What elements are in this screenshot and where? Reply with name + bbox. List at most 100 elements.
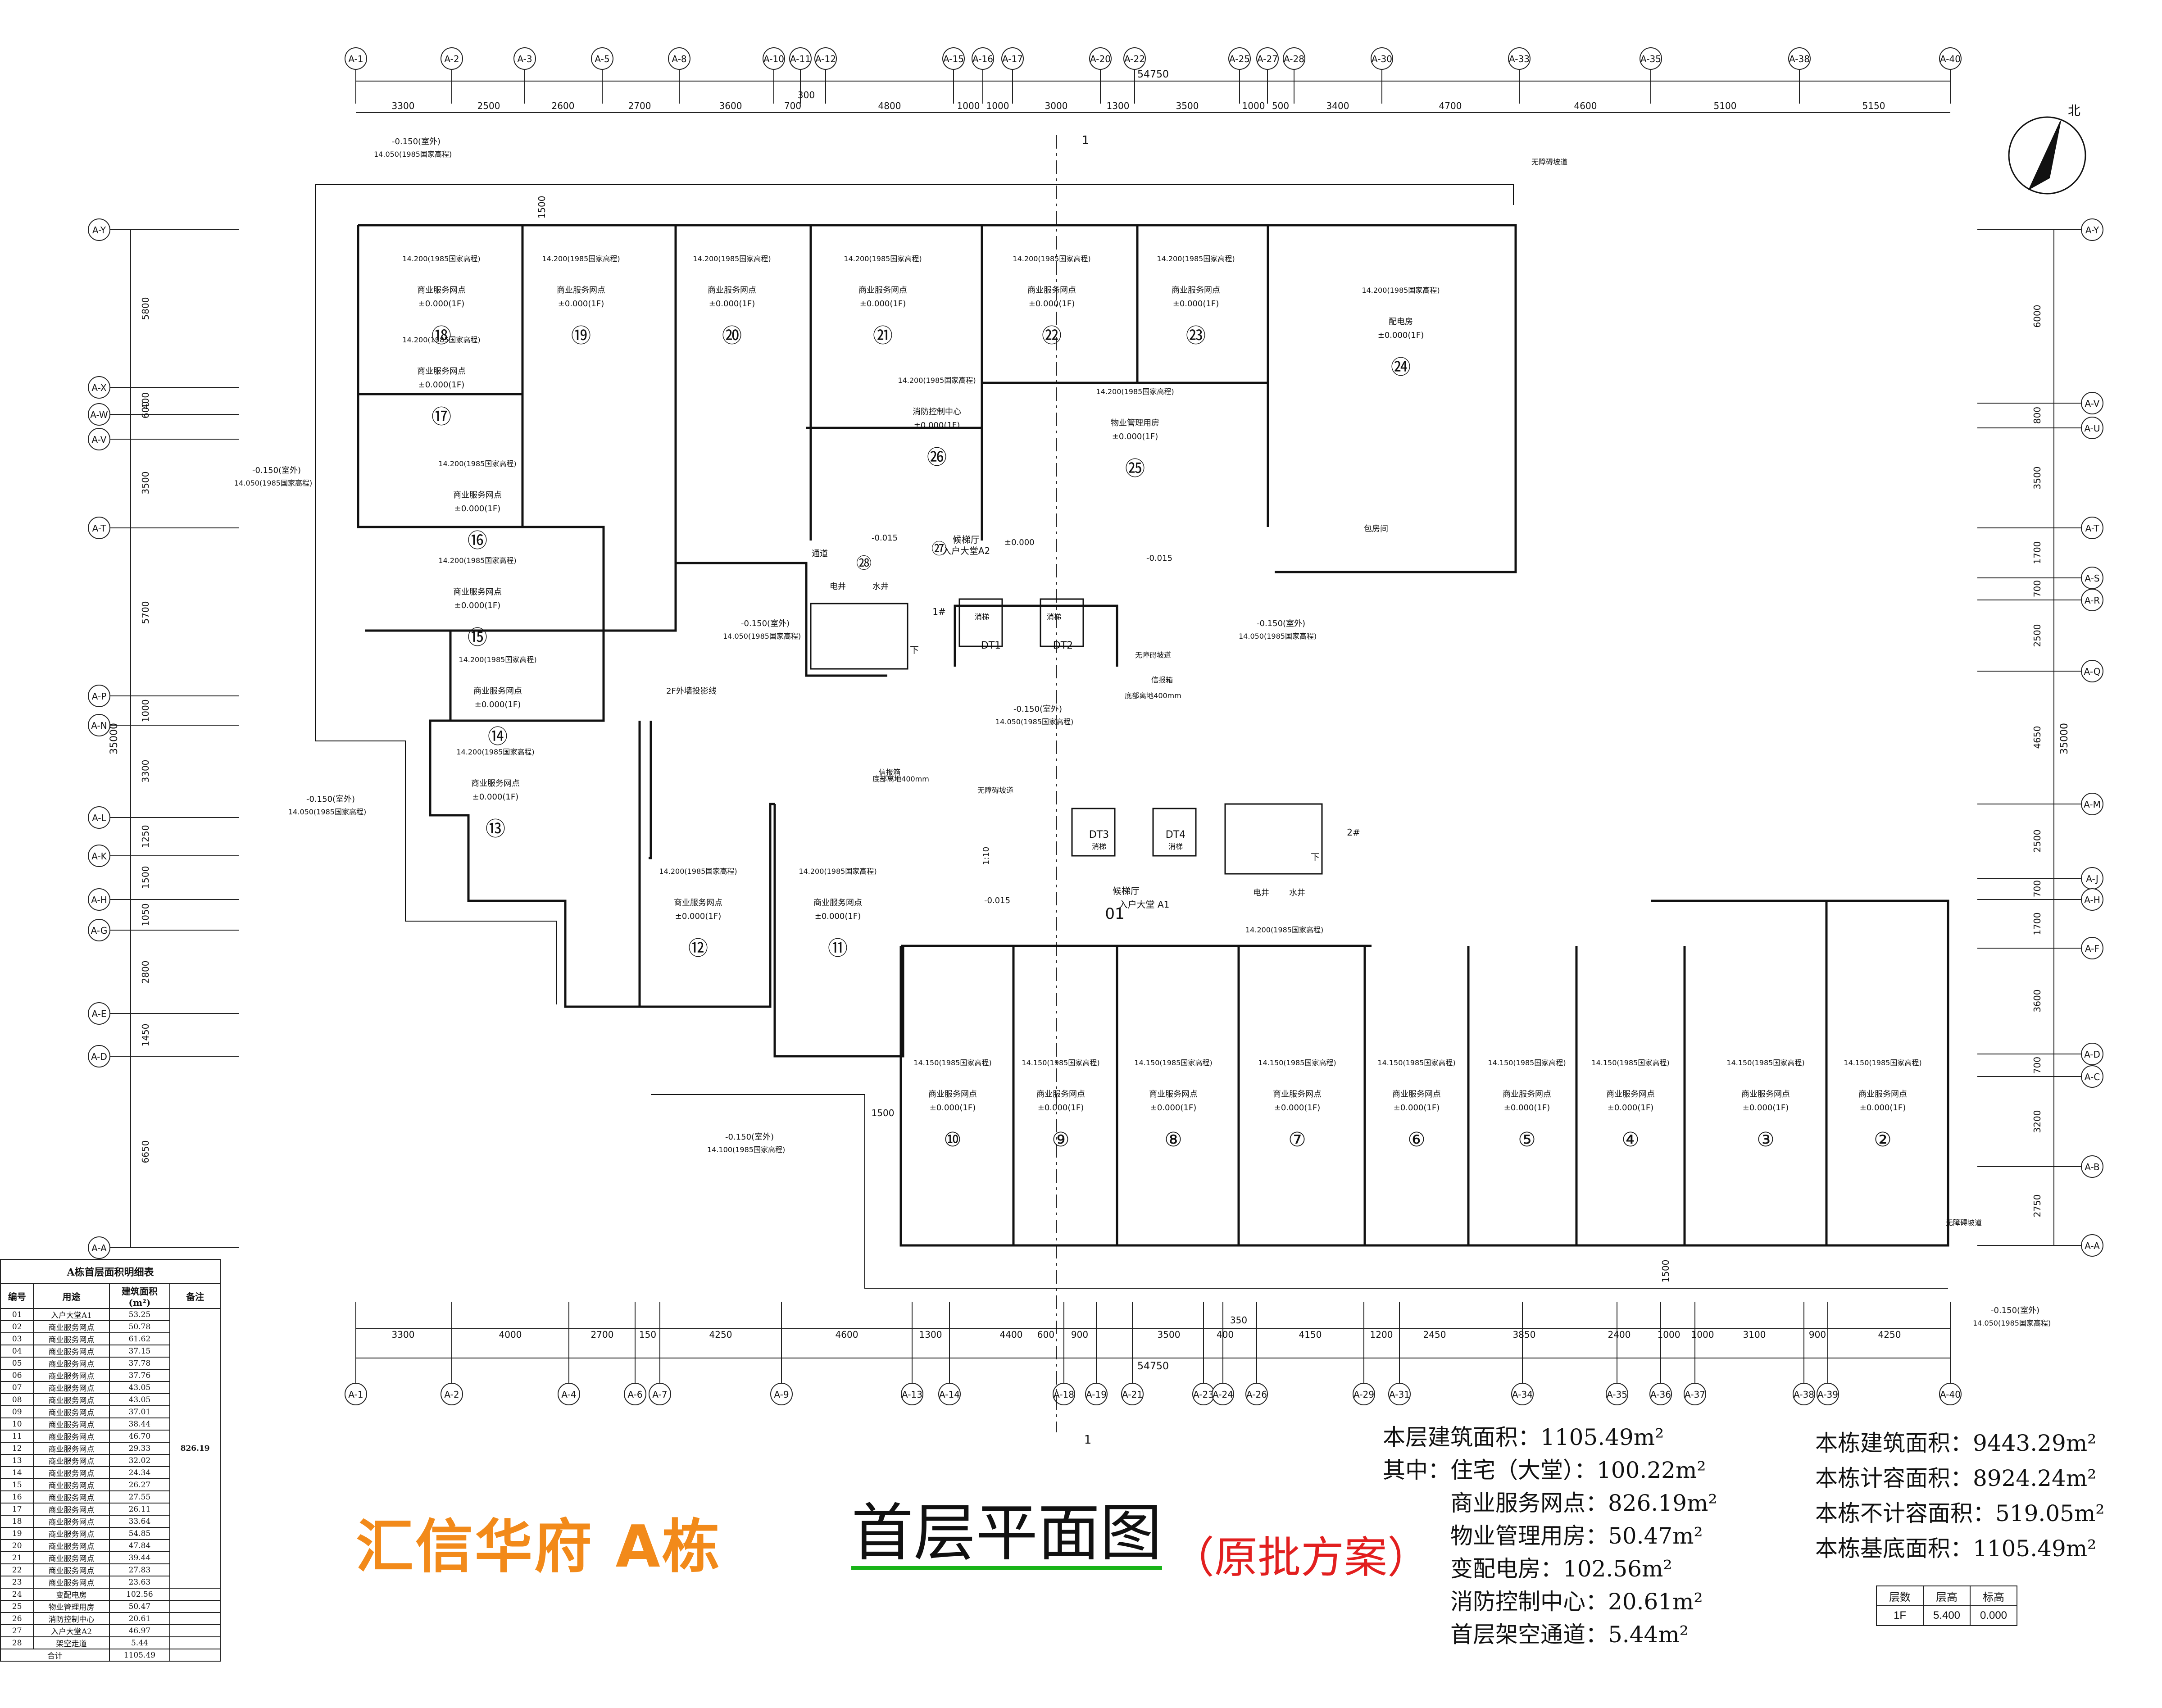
area-table-cell: 商业服务网点 — [33, 1515, 110, 1528]
area-table-cell: 商业服务网点 — [33, 1527, 110, 1540]
elevation-mark: -0.150(室外)14.050(1985国家高程) — [1973, 1306, 2051, 1327]
dim-text-top: 3500 — [1176, 100, 1199, 111]
wall — [638, 721, 775, 1008]
area-table-cell: 50.47 — [109, 1600, 171, 1613]
axis-bubble — [938, 1383, 961, 1405]
axis-label: A-X — [91, 382, 106, 393]
axis-bubble — [789, 47, 812, 70]
area-table-cell: 43.05 — [109, 1381, 171, 1394]
fire-lift-label: 消梯 — [1092, 842, 1106, 851]
axis-bubble — [1793, 1383, 1815, 1405]
area-table-cell: 19 — [0, 1527, 34, 1540]
level-table: 层数 层高 标高 1F 5.400 0.000 — [1876, 1585, 2017, 1626]
axis-label: A-38 — [1794, 1389, 1814, 1400]
axis-bubble — [88, 1002, 110, 1025]
axis-label: A-35 — [1640, 54, 1661, 64]
axis-label: A-3 — [517, 54, 532, 64]
stat-property-area: 物业管理用房：50.47m² — [1450, 1523, 1703, 1549]
room-floor-level: ±0.000(1F) — [1378, 331, 1424, 340]
axis-label: A-31 — [1389, 1389, 1410, 1400]
axis-bubble — [88, 1045, 110, 1068]
dim-text-right: 700 — [2032, 880, 2043, 897]
axis-bubble — [88, 685, 110, 707]
dim-text-top: 2700 — [628, 100, 651, 111]
room-label: 14.150(1985国家高程)商业服务网点±0.000(1F)④ — [1591, 1058, 1669, 1151]
area-table-cell: 46.70 — [109, 1430, 171, 1443]
area-table-cell: 商业服务网点 — [33, 1417, 110, 1431]
axis-label: A-W — [90, 409, 108, 420]
room-floor-level: ±0.000(1F) — [472, 792, 518, 802]
room-top-elevation: 14.150(1985国家高程) — [1258, 1058, 1336, 1067]
axis-label: A-H — [2084, 895, 2100, 905]
axis-bubble — [2081, 218, 2103, 241]
lobby-a2-label: 候梯厅 — [953, 534, 980, 545]
axis-bubble — [88, 376, 110, 399]
area-table-cell: 商业服务网点 — [33, 1369, 110, 1382]
elevation-mark: -0.150(室外)14.050(1985国家高程) — [723, 619, 801, 640]
dim-text-right: 2500 — [2032, 624, 2043, 647]
room-use: 商业服务网点 — [1392, 1090, 1441, 1099]
elevation-mark: -0.150(室外)14.050(1985国家高程) — [374, 137, 452, 159]
axis-bubble — [1388, 1383, 1411, 1405]
axis-bubble — [972, 47, 994, 70]
area-table-cell: 商业服务网点 — [33, 1345, 110, 1358]
room-label: 14.200(1985国家高程)消防控制中心±0.000(1F)㉖ — [898, 376, 976, 469]
axis-bubble — [1649, 1383, 1672, 1405]
dim-text-bottom: 4000 — [499, 1329, 522, 1340]
dim-text-left: 1000 — [140, 700, 151, 722]
area-table-cell: 商业服务网点 — [33, 1490, 110, 1504]
dim-text-top: 3300 — [392, 100, 415, 111]
axis-label: A-Y — [2085, 225, 2099, 236]
axis-bubble — [88, 517, 110, 539]
axis-label: A-H — [91, 895, 107, 905]
room-label: 14.200(1985国家高程)商业服务网点±0.000(1F)⑮ — [438, 556, 516, 649]
room-use: 商业服务网点 — [1858, 1090, 1907, 1099]
wall — [358, 224, 1517, 573]
room-number: ⑰ — [431, 405, 451, 428]
dim-text-bottom: 4150 — [1299, 1329, 1322, 1340]
room-top-elevation: 14.150(1985国家高程) — [1488, 1058, 1566, 1067]
elevation-outdoor: -0.150(室外) — [741, 619, 790, 628]
site-outline — [315, 184, 1948, 1289]
room-labels: 14.200(1985国家高程)商业服务网点±0.000(1F)⑱14.200(… — [402, 254, 1921, 1151]
room-top-elevation: 14.150(1985国家高程) — [913, 1058, 991, 1067]
area-table-cell: 23 — [0, 1576, 34, 1589]
room-use: 商业服务网点 — [417, 286, 466, 295]
axis-label: A-30 — [1372, 54, 1392, 64]
dim-text-bottom: 1200 — [1370, 1329, 1393, 1340]
dim-text-bottom: 2700 — [591, 1329, 614, 1340]
room-top-elevation: 14.200(1985国家高程) — [1157, 254, 1235, 263]
elec-shaft-label: 电井 — [1253, 888, 1269, 898]
axis-label: A-A — [2085, 1240, 2100, 1251]
area-table-cell: 37.76 — [109, 1369, 171, 1382]
area-table-cell: 物业管理用房 — [33, 1600, 110, 1613]
room-top-elevation: 14.150(1985国家高程) — [1377, 1058, 1455, 1067]
axis-label: A-9 — [774, 1389, 789, 1400]
room-label: 14.200(1985国家高程)物业管理用房±0.000(1F)㉕ — [1096, 387, 1174, 480]
axis-label: A-M — [2084, 799, 2101, 810]
wall — [899, 899, 1949, 1247]
axis-bubble — [2081, 417, 2103, 439]
room-number: ② — [1874, 1128, 1891, 1151]
room-top-elevation: 14.200(1985国家高程) — [693, 254, 771, 263]
dim-text-top: 3600 — [719, 100, 742, 111]
dim-text-left: 400 — [140, 392, 151, 409]
dim-text-top: 2600 — [552, 100, 575, 111]
elevation-small: -0.015 — [872, 533, 898, 543]
plan-note: （原批方案） — [1171, 1532, 1431, 1583]
axis-bubble — [2081, 1155, 2103, 1178]
room-number: ⑨ — [1052, 1128, 1069, 1151]
ramp-label: 无障碍坡道 — [1946, 1218, 1982, 1227]
room-top-elevation: 14.200(1985国家高程) — [456, 748, 534, 756]
room-top-elevation: 14.200(1985国家高程) — [402, 254, 480, 263]
dim-text-left: 5700 — [140, 601, 151, 624]
room-floor-level: ±0.000(1F) — [454, 504, 500, 513]
dim-text-bottom: 600 — [1037, 1329, 1054, 1340]
